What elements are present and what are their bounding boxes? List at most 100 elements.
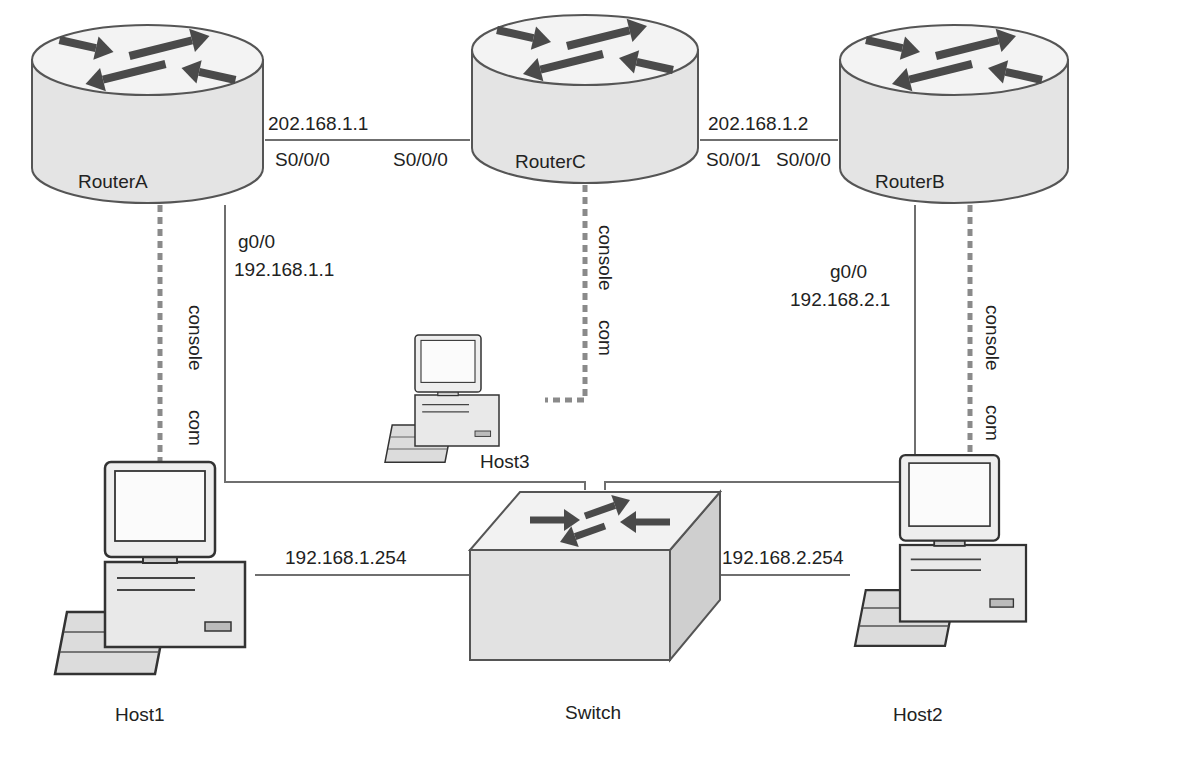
host-computer-drawing: [850, 455, 1040, 730]
drive-slot: [911, 569, 981, 571]
interface-label: 192.168.1.1: [234, 260, 334, 280]
host-computer: Host1: [55, 462, 255, 732]
console-cable: [970, 205, 971, 455]
power-button: [475, 431, 491, 436]
arrow-head: [182, 60, 202, 83]
console-port-label: com: [595, 320, 615, 356]
monitor: [105, 462, 215, 557]
drive-slot: [422, 411, 469, 412]
ethernet-link-line: [255, 574, 470, 576]
switch-icon-drawing: [470, 490, 720, 730]
interface-label: S0/0/1: [706, 150, 761, 170]
arrow-shaft: [199, 72, 235, 80]
console-cable-line: [968, 205, 973, 455]
console-port-label: console: [185, 305, 205, 371]
router-top: [472, 15, 698, 85]
arrow-head: [619, 50, 639, 73]
arrow-shaft: [103, 64, 166, 80]
interface-label: S0/0/0: [776, 150, 831, 170]
drive-slot: [117, 577, 195, 579]
console-port-label: com: [185, 410, 205, 446]
interface-label: g0/0: [238, 232, 275, 252]
arrow-shaft: [866, 40, 902, 48]
arrow-head: [564, 509, 580, 531]
ethernet-link-line: [225, 205, 585, 490]
arrow-head: [620, 511, 636, 533]
interface-label: S0/0/0: [393, 150, 448, 170]
computer-case: [415, 395, 499, 446]
drive-slot: [911, 559, 981, 561]
host-computer: Host2: [850, 455, 1040, 730]
monitor: [900, 455, 999, 541]
arrow-shaft: [60, 40, 96, 48]
arrow-shaft: [636, 519, 670, 526]
computer-icon: [55, 462, 245, 674]
switch-front: [470, 550, 670, 660]
host-computer: Host3: [385, 335, 545, 475]
interface-label: g0/0: [830, 262, 867, 282]
node-label: RouterC: [515, 152, 586, 172]
ethernet-link: [255, 575, 470, 576]
arrow-shaft: [497, 30, 533, 38]
console-cable-line: [158, 205, 163, 462]
power-button: [205, 622, 231, 631]
node-label: RouterB: [875, 172, 945, 192]
serial-link: [700, 140, 838, 141]
power-button: [990, 599, 1013, 607]
drive-slot: [117, 589, 195, 591]
router-top: [32, 25, 263, 95]
computer-case: [105, 562, 245, 647]
router-icon: RouterC: [470, 10, 700, 185]
console-port-label: console: [595, 225, 615, 291]
router-icon-drawing: [838, 20, 1070, 205]
keyboard-keys: [60, 651, 159, 653]
arrow-head: [189, 29, 209, 52]
serial-link-line: [700, 139, 838, 141]
arrow-shaft: [909, 64, 972, 80]
console-port-label: console: [982, 305, 1002, 371]
drive-slot: [422, 404, 469, 405]
router-icon: RouterB: [838, 20, 1070, 205]
arrow-head: [996, 29, 1016, 52]
node-label: Host2: [893, 705, 943, 725]
node-label: Host1: [115, 705, 165, 725]
arrow-head: [86, 68, 106, 91]
arrow-head: [627, 19, 647, 42]
interface-label: 202.168.1.1: [268, 114, 368, 134]
screen: [421, 340, 475, 382]
serial-link-line: [265, 139, 470, 141]
computer-icon: [855, 455, 1026, 646]
arrow-head: [900, 36, 920, 59]
computer-icon: [385, 335, 499, 462]
arrow-head: [531, 26, 551, 49]
node-label: Switch: [565, 703, 621, 723]
arrow-head: [93, 36, 113, 59]
arrow-head: [988, 60, 1008, 83]
screen: [115, 471, 205, 541]
serial-link: [265, 140, 470, 141]
arrow-shaft: [585, 505, 615, 516]
ethernet-link: [605, 205, 915, 490]
console-cable-line: [545, 185, 585, 400]
arrow-shaft: [936, 40, 999, 56]
computer-case: [900, 545, 1026, 622]
arrow-shaft: [575, 526, 605, 537]
console-cable: [545, 185, 585, 400]
arrow-shaft: [637, 62, 673, 70]
arrow-shaft: [567, 30, 630, 46]
arrow-shaft: [130, 40, 193, 56]
ethernet-link: [225, 205, 585, 490]
arrow-shaft: [530, 517, 564, 524]
arrow-head: [523, 58, 543, 81]
keyboard-keys: [388, 449, 447, 450]
switch-icon: Switch: [470, 490, 720, 730]
ethernet-link-line: [605, 205, 915, 490]
ethernet-link: [720, 575, 850, 576]
console-port-label: com: [982, 405, 1002, 441]
ethernet-link-line: [720, 574, 850, 576]
interface-label: 192.168.2.1: [790, 290, 890, 310]
router-icon: RouterA: [30, 20, 265, 205]
arrow-shaft: [540, 54, 603, 70]
screen: [909, 463, 990, 526]
